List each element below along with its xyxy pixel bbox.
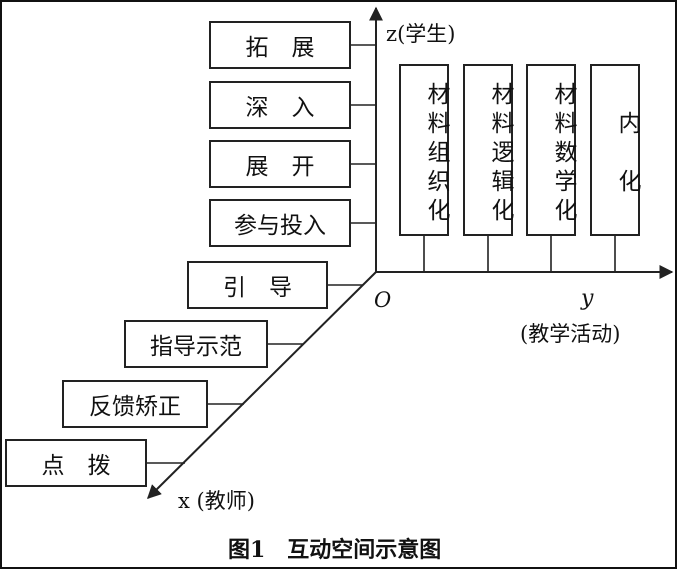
teacher-step-box: 点 拨 xyxy=(5,439,147,487)
figure-caption: 图1 互动空间示意图 xyxy=(228,537,442,563)
teacher-step-box: 引 导 xyxy=(187,261,328,309)
activity-box: 材料组织化 xyxy=(399,64,449,236)
x-axis-label: x (教师) xyxy=(178,489,255,513)
x-axis xyxy=(147,271,377,499)
origin-label: O xyxy=(374,288,392,312)
student-step-box: 拓 展 xyxy=(209,21,351,69)
student-step-box: 参与投入 xyxy=(209,199,351,247)
z-axis-label: z(学生) xyxy=(386,22,456,46)
teacher-step-box: 反馈矫正 xyxy=(62,380,208,428)
activity-box: 内 化 xyxy=(590,64,640,236)
student-step-box: 展 开 xyxy=(209,140,351,188)
activity-box: 材料逻辑化 xyxy=(463,64,513,236)
student-step-box: 深 入 xyxy=(209,81,351,129)
y-axis-caption: (教学活动) xyxy=(520,322,621,346)
y-axis-symbol: y xyxy=(581,286,594,311)
activity-box: 材料数学化 xyxy=(526,64,576,236)
teacher-step-box: 指导示范 xyxy=(124,320,268,368)
